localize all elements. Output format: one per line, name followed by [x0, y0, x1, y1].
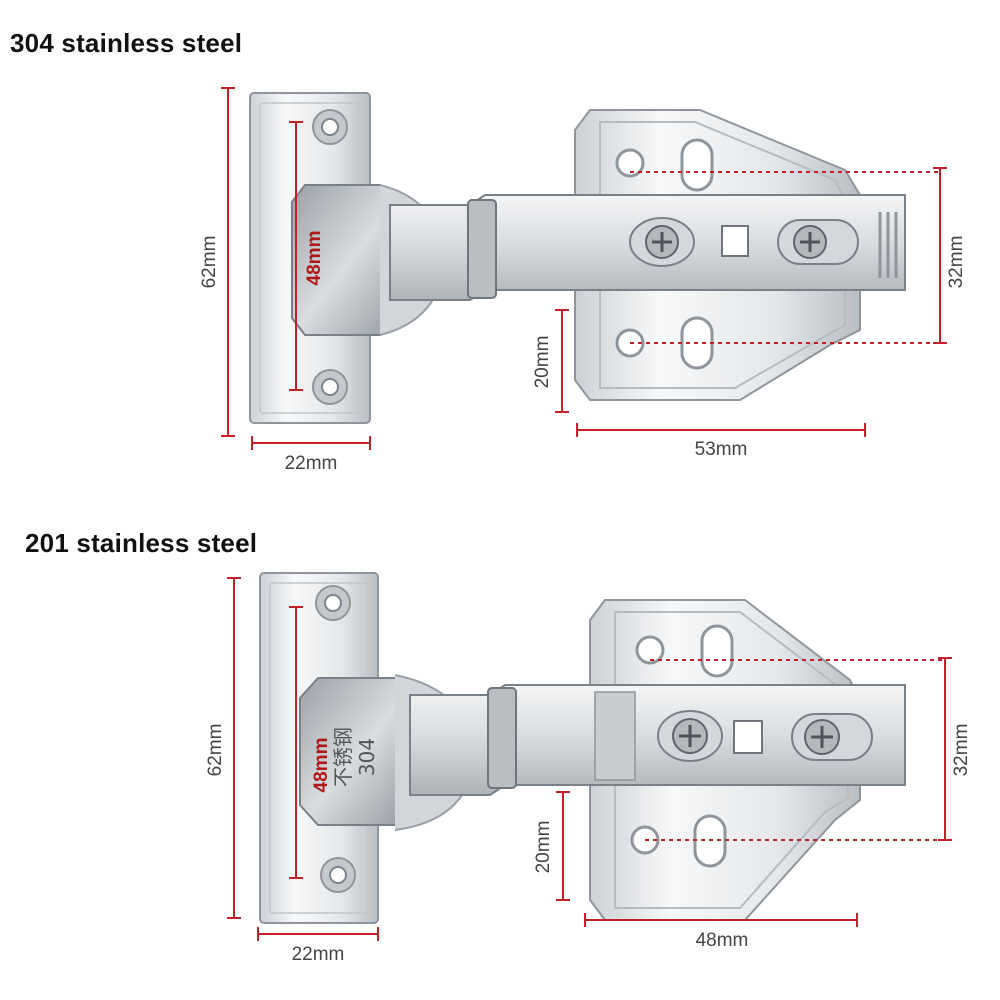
dimension-plate-width — [257, 927, 379, 941]
guide-lines — [645, 659, 945, 841]
cup-hole-top — [315, 585, 351, 621]
dim-label-plate-height: 62mm — [205, 724, 226, 777]
screw-right — [791, 713, 873, 761]
adjust-slot — [721, 225, 749, 257]
section-title: 304 stainless steel — [10, 28, 243, 58]
dim-label-plate-width: 22mm — [292, 944, 345, 965]
dimension-plate-width — [251, 436, 371, 450]
dimension-plate-height — [221, 87, 235, 437]
dimension-hole-spacing — [289, 121, 303, 391]
hinge-201-drawing: 不锈钢 304 62mm — [205, 572, 972, 965]
dimension-mount-offset — [556, 791, 570, 901]
cup-stamp-number: 304 — [355, 738, 379, 776]
dimension-plate-height — [227, 577, 241, 919]
screw-left — [657, 710, 723, 762]
screw-left — [629, 217, 695, 267]
dim-label-mount-offset: 20mm — [532, 336, 553, 389]
screw-right — [777, 219, 859, 265]
hinge-304-section: 304 stainless steel — [10, 28, 967, 474]
dim-label-arm-length: 53mm — [695, 439, 748, 460]
adjust-slot — [733, 720, 763, 754]
cup-hole-top — [312, 109, 348, 145]
cup-hole-bottom — [312, 369, 348, 405]
dim-label-mount-hole-spacing: 32mm — [946, 236, 967, 289]
dimension-hole-spacing — [289, 606, 303, 879]
dimension-arm-length — [584, 913, 858, 927]
hinge-201-section: 201 stainless steel — [0, 500, 1000, 1000]
dim-label-hole-spacing: 48mm — [311, 738, 332, 793]
dim-label-hole-spacing: 48mm — [304, 231, 325, 286]
hinge-304-drawing: 62mm 48mm 22mm 32mm 20mm 53mm — [199, 87, 967, 474]
dim-label-mount-offset: 20mm — [533, 821, 554, 874]
guide-lines — [630, 171, 940, 344]
dimension-mount-hole-spacing — [938, 657, 952, 841]
cup-hole-bottom — [320, 857, 356, 893]
dimension-mount-hole-spacing — [933, 167, 947, 344]
dimension-arm-length — [576, 423, 866, 437]
cup-stamp-chinese: 不锈钢 — [331, 727, 355, 787]
dim-label-mount-hole-spacing: 32mm — [951, 724, 972, 777]
section-title: 201 stainless steel — [25, 528, 258, 558]
dim-label-arm-length: 48mm — [696, 930, 749, 951]
dim-label-plate-height: 62mm — [199, 236, 220, 289]
dim-label-plate-width: 22mm — [285, 453, 338, 474]
dimension-mount-offset — [555, 309, 569, 413]
